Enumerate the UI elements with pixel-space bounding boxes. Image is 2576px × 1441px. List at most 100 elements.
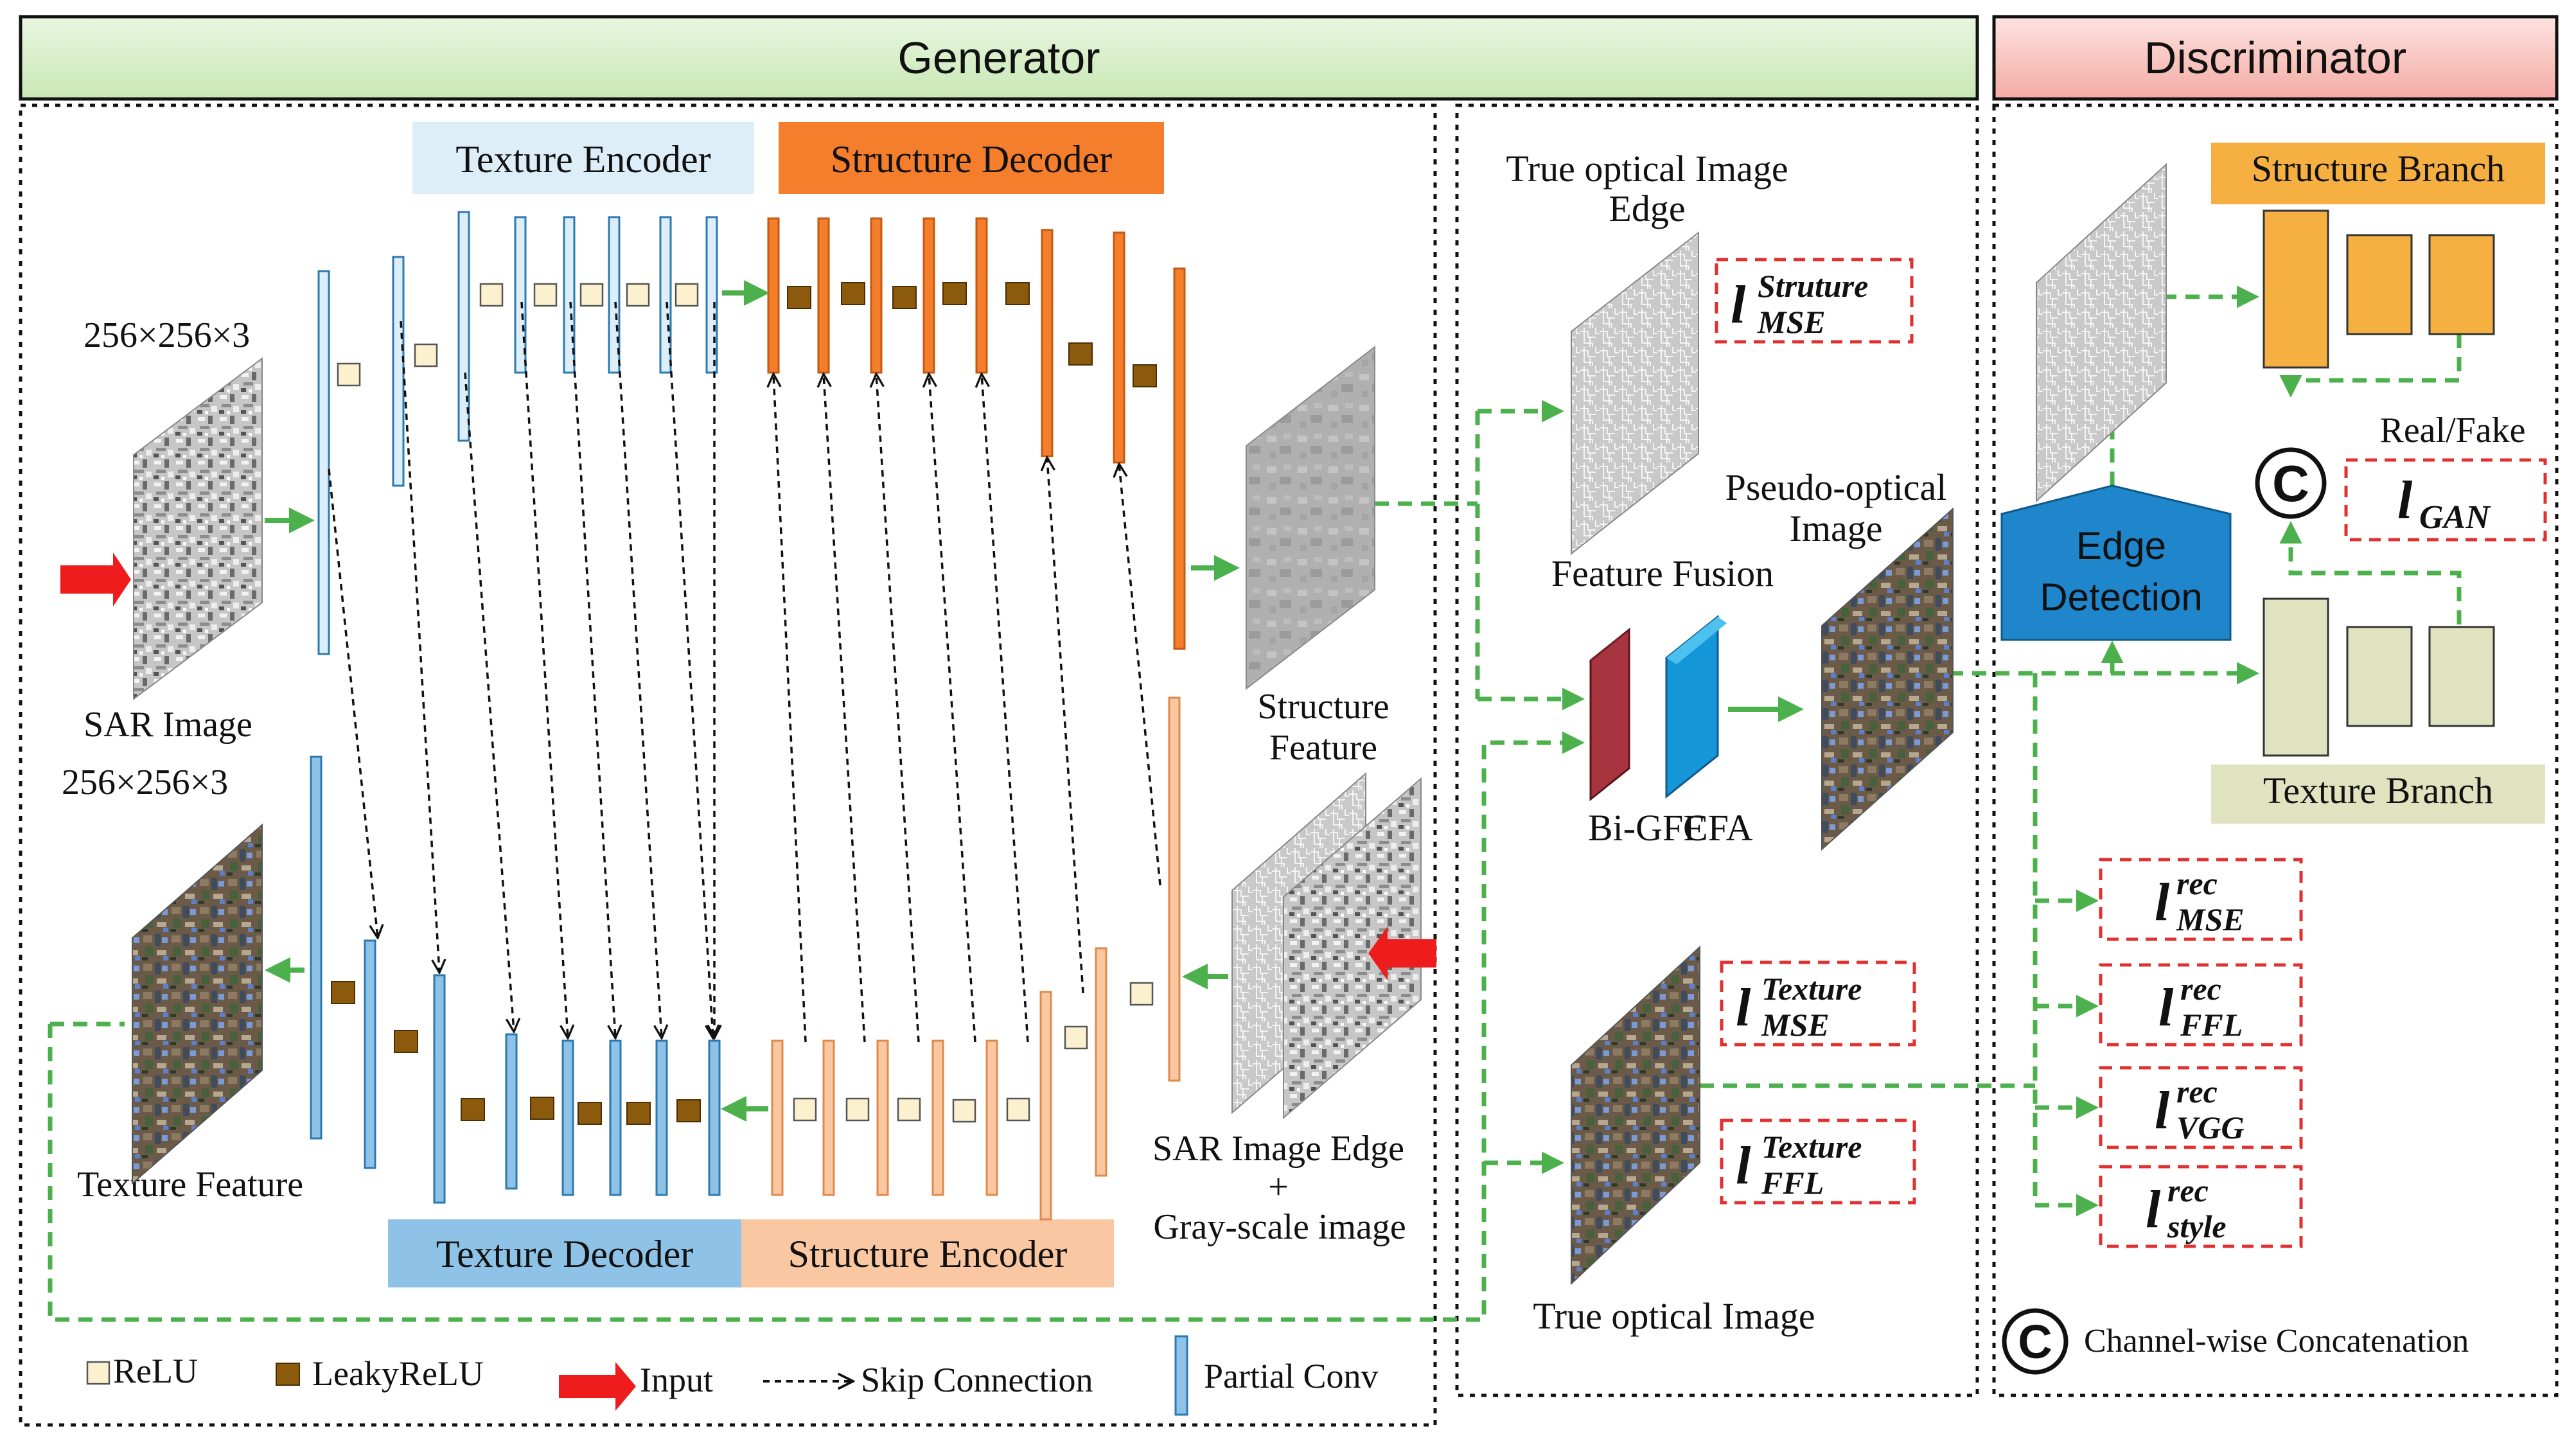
texture-decoder-conv-3 <box>433 974 446 1204</box>
concat-symbol: C <box>2255 447 2327 519</box>
generator-header-title: Generator <box>897 33 1100 83</box>
structure-decoder-conv-6 <box>1041 229 1054 457</box>
skip-arrow <box>464 372 514 1032</box>
relu-icon <box>337 362 361 387</box>
edge-detection-label-1: Edge <box>2076 524 2166 567</box>
legend-relu: ReLU <box>113 1352 198 1390</box>
svg-text:Texture: Texture <box>1761 1129 1862 1165</box>
sar-edge-label-1: SAR Image Edge <box>1152 1129 1404 1169</box>
skip-arrow <box>666 301 713 1038</box>
texture-decoder-conv-7 <box>655 1039 668 1196</box>
connector-line <box>48 731 1585 1322</box>
pseudo-optical-image <box>1821 507 1954 851</box>
true-edge-label-2: Edge <box>1609 188 1685 229</box>
loss-texture-ffl: l Texture FFL <box>1720 1118 1916 1205</box>
svg-text:MSE: MSE <box>1757 304 1826 340</box>
svg-text:l: l <box>1736 978 1751 1038</box>
svg-text:Texture: Texture <box>1761 971 1862 1007</box>
leakyrelu-icon <box>892 286 917 309</box>
structure-feature-label-1: Structure <box>1257 687 1389 727</box>
loss-rec-vgg: l rec VGG <box>2099 1066 2303 1149</box>
texture-encoder-conv-6 <box>608 216 621 374</box>
true-edge-image <box>1571 231 1699 556</box>
fusion-panel <box>1455 103 1979 1397</box>
structure-decoder-conv-4 <box>922 217 935 374</box>
structure-feature-label-2: Feature <box>1269 728 1377 768</box>
bigff-label: Bi-GFF <box>1588 807 1704 849</box>
svg-text:l: l <box>1736 1136 1751 1196</box>
texture-encoder-conv-8 <box>705 216 718 374</box>
leakyrelu-icon <box>841 282 865 305</box>
svg-text:rec: rec <box>2176 1074 2218 1109</box>
skip-arrow <box>824 374 866 1043</box>
relu-icon <box>1006 1097 1030 1122</box>
texture-encoder-conv-1 <box>317 270 330 655</box>
legend-partial-conv: Partial Conv <box>1204 1357 1378 1395</box>
relu-icon <box>675 283 699 307</box>
texture-branch-label: Texture Branch <box>2263 770 2493 811</box>
true-edge-label-1: True optical Image <box>1506 148 1788 190</box>
structure-branch-layer <box>2346 234 2413 335</box>
svg-text:Structure Encoder: Structure Encoder <box>788 1233 1068 1275</box>
svg-text:FFL: FFL <box>1761 1165 1824 1201</box>
concat-legend-label: Channel-wise Concatenation <box>2084 1323 2469 1359</box>
texture-encoder-conv-4 <box>514 216 527 374</box>
structure-decoder-conv-1 <box>767 217 780 374</box>
leakyrelu-icon <box>394 1030 418 1053</box>
edge-input-arrow <box>1368 926 1436 980</box>
structure-encoder-conv-3 <box>876 1039 889 1196</box>
sar-edge-label-3: Gray-scale image <box>1153 1207 1406 1247</box>
structure-encoder-conv-7 <box>1095 947 1107 1177</box>
real-fake-label: Real/Fake <box>2379 411 2525 450</box>
svg-text:style: style <box>2167 1208 2227 1244</box>
svg-text:MSE: MSE <box>1761 1007 1830 1043</box>
skip-arrow <box>520 301 568 1038</box>
connector-line <box>2279 334 2462 398</box>
structure-encoder-conv-5 <box>985 1039 998 1196</box>
relu-icon <box>952 1099 976 1123</box>
pseudo-label-1: Pseudo-optical <box>1725 466 1947 508</box>
legend-skip: Skip Connection <box>861 1361 1093 1399</box>
svg-text:l: l <box>2146 1180 2161 1239</box>
texture-decoder-label: Texture Decoder <box>388 1219 741 1287</box>
leakyrelu-icon <box>530 1097 554 1120</box>
svg-text:FFL: FFL <box>2180 1007 2243 1043</box>
leakyrelu-icon <box>676 1099 701 1122</box>
relu-icon <box>793 1097 817 1122</box>
svg-text:l: l <box>2397 470 2413 530</box>
leakyrelu-icon <box>331 981 355 1004</box>
sar-edge-label-2: + <box>1268 1167 1289 1207</box>
discriminator-edge-image <box>2036 163 2167 503</box>
structure-decoder-conv-2 <box>817 217 830 374</box>
skip-connections <box>328 301 1161 1043</box>
input-size-top: 256×256×3 <box>84 315 250 355</box>
structure-decoder-conv-7 <box>1113 231 1125 464</box>
texture-branch: Texture Branch <box>2211 597 2545 824</box>
svg-text:Struture: Struture <box>1758 268 1868 304</box>
skip-arrow <box>1047 457 1084 994</box>
texture-branch-layer <box>2263 597 2329 757</box>
relu-icon <box>845 1097 870 1122</box>
skip-arrow <box>876 374 920 1043</box>
skip-arrow <box>569 301 615 1038</box>
discriminator-header: Discriminator <box>1992 15 2559 101</box>
texture-branch-layer <box>2428 626 2495 727</box>
structure-decoder-label: Structure Decoder <box>779 122 1164 194</box>
loss-rec-ffl: l rec FFL <box>2099 963 2303 1047</box>
skip-arrow <box>400 321 439 973</box>
texture-encoder-conv-3 <box>457 211 470 442</box>
leakyrelu-activations <box>331 282 1157 1125</box>
edge-detection-block: Edge Detection <box>2000 484 2232 641</box>
skip-arrow <box>982 374 1029 1043</box>
cfa-block <box>1665 614 1727 799</box>
fusion-connectors <box>48 285 2462 1322</box>
svg-text:VGG: VGG <box>2176 1109 2245 1145</box>
skip-arrow <box>1119 464 1161 886</box>
texture-feature-image <box>132 823 263 1185</box>
texture-decoder-conv-8 <box>708 1039 721 1196</box>
texture-decoder-conv-2 <box>364 939 376 1169</box>
relu-activations <box>337 283 1154 1123</box>
svg-text:l: l <box>1731 275 1746 335</box>
structure-encoder-conv-8 <box>1168 696 1181 1082</box>
